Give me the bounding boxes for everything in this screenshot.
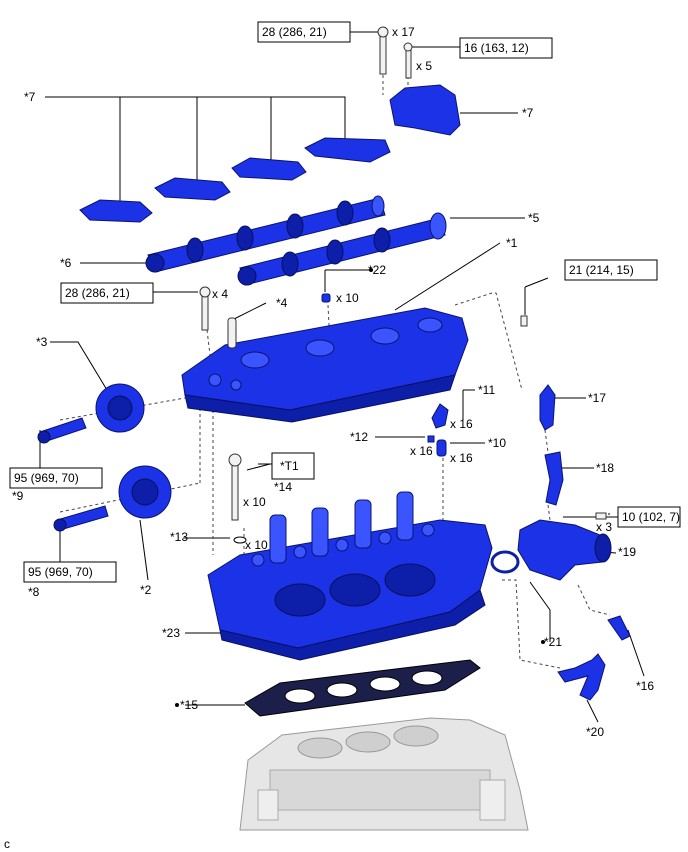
torque-label: 10 (102, 7)	[622, 510, 680, 524]
callout: *2	[140, 583, 152, 597]
callout: *7	[522, 106, 534, 120]
camshafts	[145, 195, 447, 286]
torque-label: 28 (286, 21)	[262, 25, 327, 39]
cylinder-block	[239, 717, 529, 831]
torque-label: 21 (214, 15)	[569, 263, 634, 277]
camshaft-bearing-caps	[79, 84, 461, 223]
labels: 28 (286, 21) 16 (163, 12) 28 (286, 21) 2…	[4, 25, 680, 851]
callout: *18	[596, 461, 614, 475]
callout: *16	[636, 679, 654, 693]
torque-label: 95 (969, 70)	[14, 471, 79, 485]
callout: *19	[618, 545, 636, 559]
quantity-label: x 17	[392, 25, 415, 39]
callout: *15	[180, 698, 198, 712]
callout: *4	[276, 296, 288, 310]
quantity-label: x 3	[596, 520, 612, 534]
cam-timing-gears	[37, 383, 172, 532]
head-gasket	[244, 659, 481, 717]
callout: *17	[588, 391, 606, 405]
callout: *13	[170, 530, 188, 544]
bullet-marks	[175, 268, 545, 707]
quantity-label: x 10	[243, 495, 266, 509]
tool-label: *T1	[280, 459, 299, 473]
callout: *23	[162, 626, 180, 640]
quantity-label: x 16	[410, 444, 433, 458]
callout: *21	[544, 635, 562, 649]
fasteners	[199, 26, 607, 544]
callout: *1	[506, 236, 518, 250]
callout: *5	[528, 211, 540, 225]
quantity-label: x 16	[450, 417, 473, 431]
callout: *22	[368, 263, 386, 277]
quantity-label: x 5	[416, 59, 432, 73]
corner-mark: c	[4, 837, 10, 851]
torque-label: 95 (969, 70)	[28, 565, 93, 579]
quantity-label: x 10	[336, 291, 359, 305]
callout: *14	[274, 480, 292, 494]
callout: *6	[60, 256, 72, 270]
callout: *7	[24, 90, 36, 104]
callout: *9	[12, 489, 24, 503]
quantity-label: x 16	[450, 451, 473, 465]
callout: *20	[586, 725, 604, 739]
callout: *8	[28, 585, 40, 599]
leader-lines	[39, 31, 645, 723]
torque-boxes	[9, 21, 681, 583]
callout: *10	[488, 436, 506, 450]
cylinder-head-sub-assembly	[207, 491, 493, 661]
camshaft-housing	[181, 307, 469, 423]
callout: *11	[478, 383, 495, 397]
quantity-label: x 4	[212, 287, 228, 301]
quantity-label: x 10	[245, 538, 268, 552]
right-side-components	[431, 384, 631, 701]
torque-label: 16 (163, 12)	[464, 41, 529, 55]
callout: *3	[36, 335, 48, 349]
torque-label: 28 (286, 21)	[65, 286, 130, 300]
callout: *12	[350, 430, 368, 444]
